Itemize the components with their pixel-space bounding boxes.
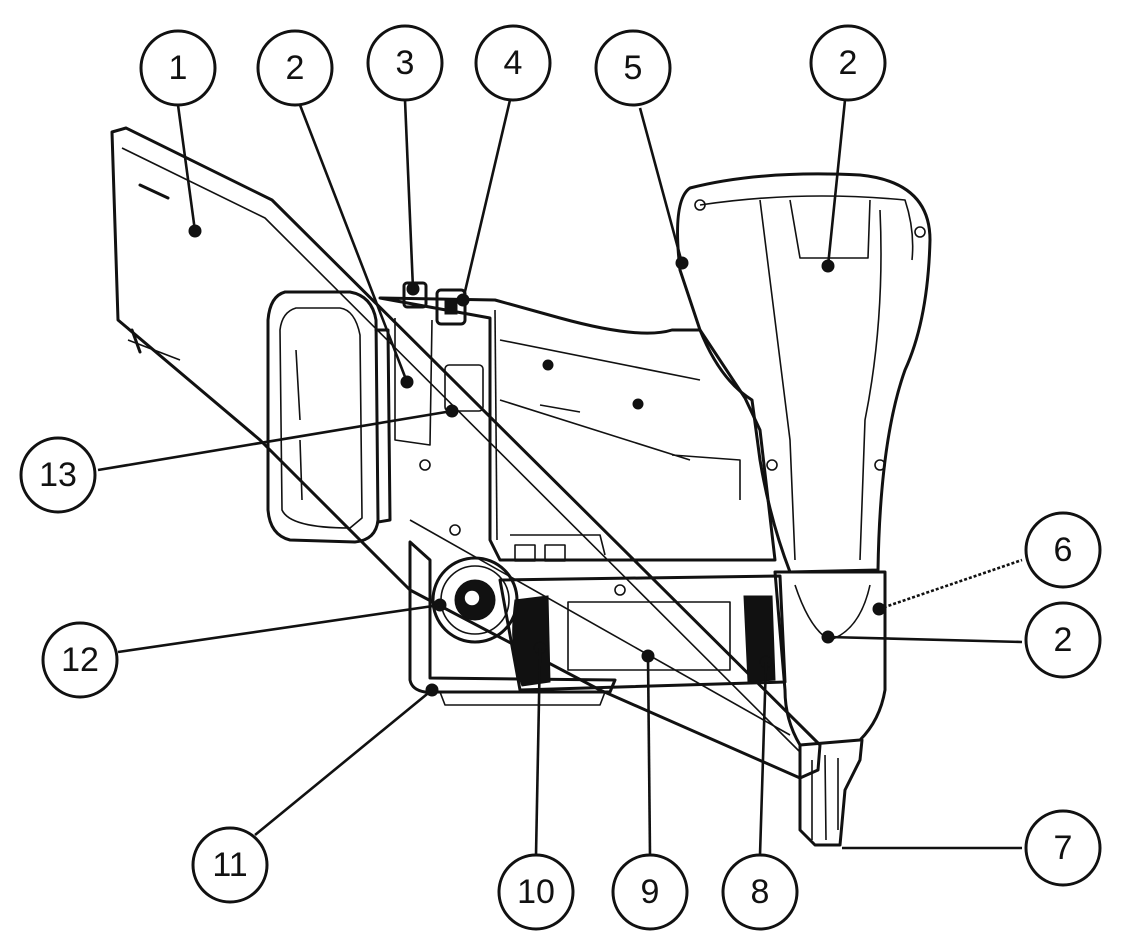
tool-illustration <box>110 126 932 847</box>
callout-label: 12 <box>61 641 99 679</box>
callout-label: 2 <box>1054 621 1073 659</box>
callout-3: 3 <box>366 24 444 102</box>
callout-2-top-left: 2 <box>256 29 334 107</box>
callout-label: 8 <box>751 873 770 911</box>
main-housing <box>378 296 777 562</box>
callout-label: 5 <box>624 49 643 87</box>
callout-label: 6 <box>1054 531 1073 569</box>
callout-label: 13 <box>39 456 77 494</box>
magazine <box>110 126 822 780</box>
nose-assembly <box>773 570 887 847</box>
callout-label: 2 <box>286 49 305 87</box>
callout-13: 13 <box>19 436 97 514</box>
battery-pack <box>266 290 392 544</box>
callout-9: 9 <box>611 853 689 931</box>
callout-7: 7 <box>1024 809 1102 887</box>
callout-label: 3 <box>396 44 415 82</box>
leader-lines <box>97 99 1023 856</box>
callout-8: 8 <box>721 853 799 931</box>
callout-6: 6 <box>1024 511 1102 589</box>
handle-grip <box>676 172 932 574</box>
callout-5: 5 <box>594 29 672 107</box>
callout-2-right: 2 <box>1024 601 1102 679</box>
callout-label: 9 <box>641 873 660 911</box>
callout-2-top-right: 2 <box>809 24 887 102</box>
callout-label: 7 <box>1054 829 1073 867</box>
callout-label: 11 <box>212 846 247 884</box>
callout-10: 10 <box>497 853 575 931</box>
callout-12: 12 <box>41 621 119 699</box>
callout-11: 11 <box>191 826 269 904</box>
callout-label: 10 <box>517 873 555 911</box>
callout-label: 1 <box>169 49 188 87</box>
foot-bracket <box>408 540 787 706</box>
callout-label: 4 <box>504 44 523 82</box>
callout-label: 2 <box>839 44 858 82</box>
callout-4: 4 <box>474 24 552 102</box>
adjustment-wheel <box>431 556 519 644</box>
callout-1: 1 <box>139 29 217 107</box>
